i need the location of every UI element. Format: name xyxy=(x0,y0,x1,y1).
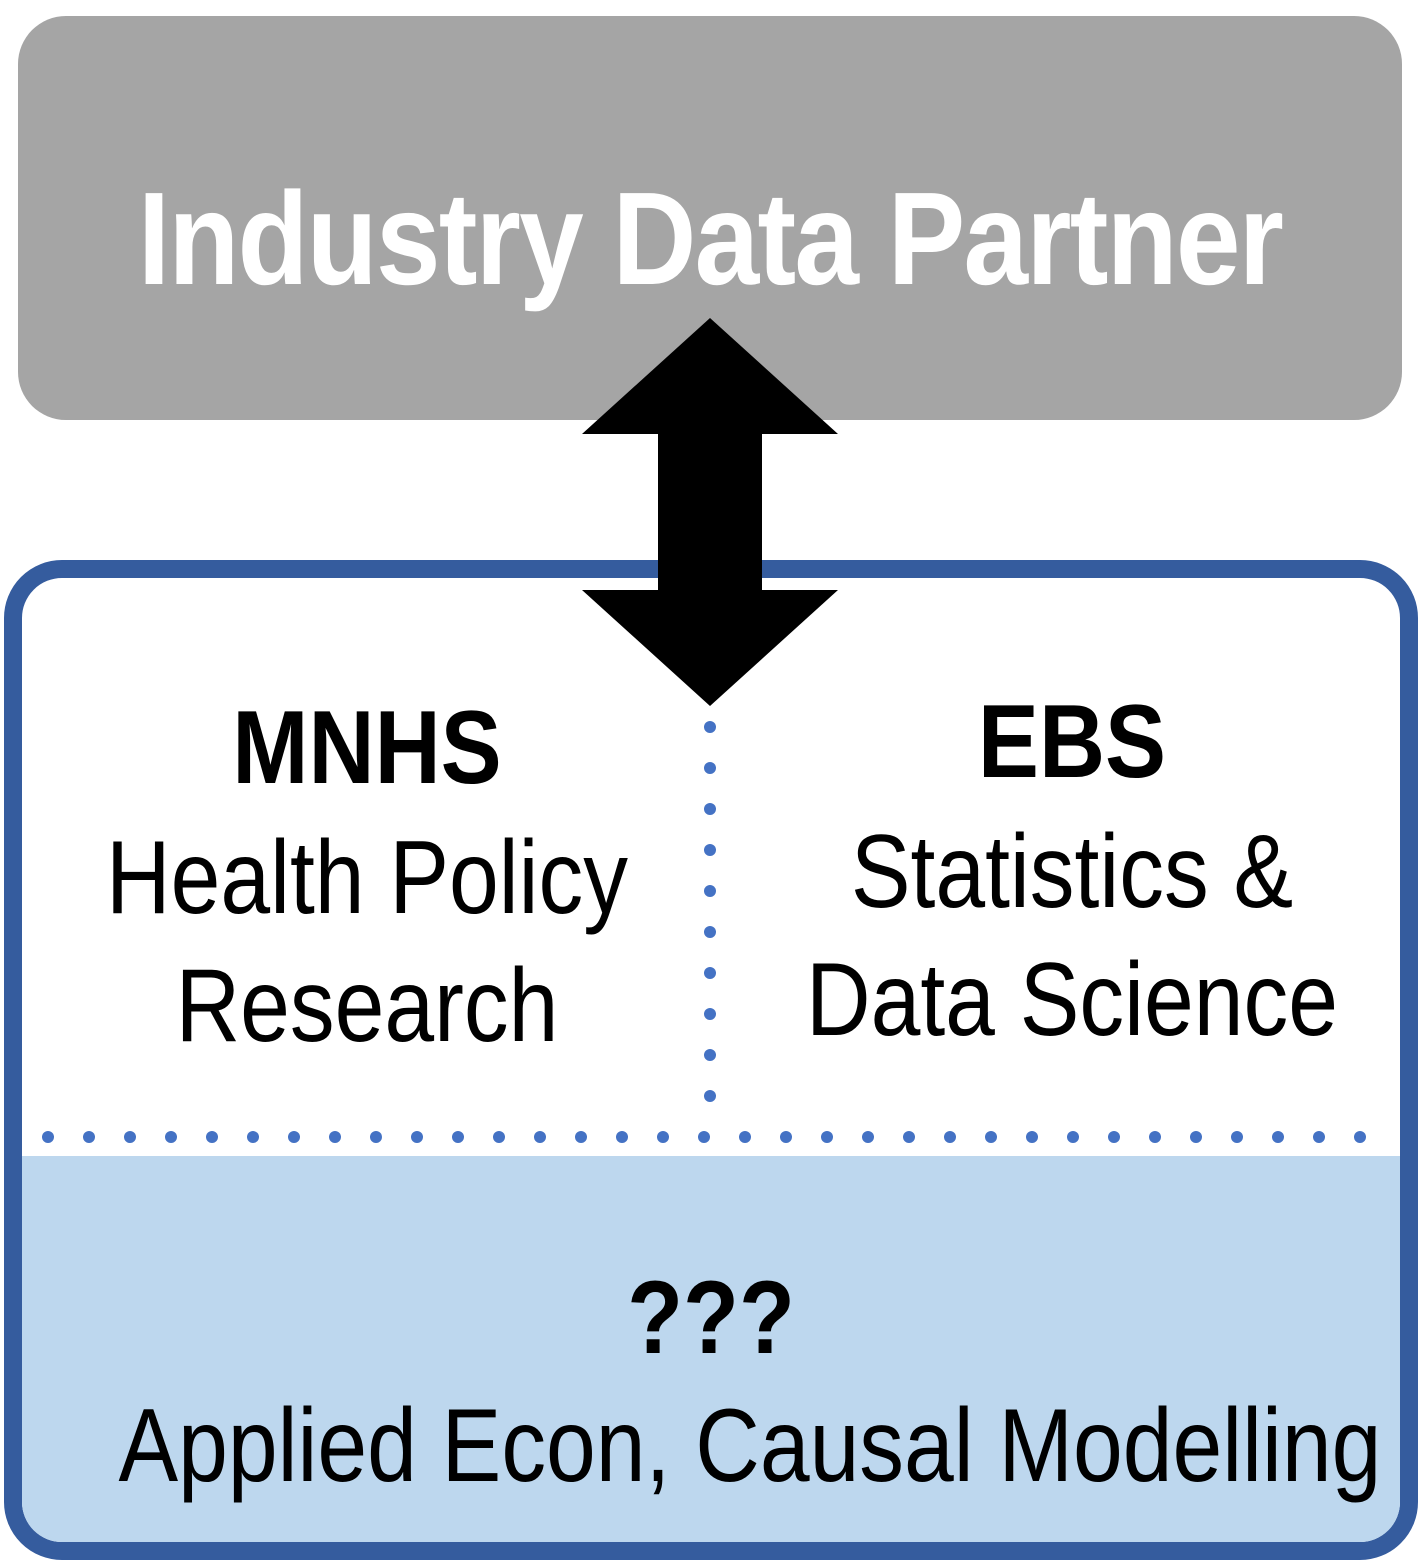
unknown-unit-description: Applied Econ, Causal Modelling xyxy=(118,1388,1382,1504)
divider-dot xyxy=(206,1131,218,1143)
double-headed-arrow-icon xyxy=(582,318,838,706)
horizontal-dotted-divider xyxy=(42,1131,1366,1143)
divider-dot xyxy=(1149,1131,1161,1143)
divider-dot xyxy=(288,1131,300,1143)
divider-dot xyxy=(780,1131,792,1143)
divider-dot xyxy=(739,1131,751,1143)
divider-dot xyxy=(1067,1131,1079,1143)
divider-dot xyxy=(329,1131,341,1143)
divider-dot xyxy=(821,1131,833,1143)
mnhs-description-line-1: Health Policy xyxy=(106,820,628,936)
divider-dot xyxy=(698,1131,710,1143)
divider-dot xyxy=(247,1131,259,1143)
divider-dot xyxy=(1272,1131,1284,1143)
divider-dot xyxy=(903,1131,915,1143)
divider-dot xyxy=(1354,1131,1366,1143)
unknown-unit-title: ??? xyxy=(627,1260,795,1376)
divider-dot xyxy=(493,1131,505,1143)
divider-dot xyxy=(370,1131,382,1143)
ebs-description-line-2: Data Science xyxy=(806,942,1338,1058)
divider-dot xyxy=(1231,1131,1243,1143)
divider-dot xyxy=(616,1131,628,1143)
divider-dot xyxy=(124,1131,136,1143)
bottom-unit-band xyxy=(22,1156,1400,1542)
divider-dot xyxy=(83,1131,95,1143)
university-collaboration-box: MNHS Health Policy Research EBS Statisti… xyxy=(4,560,1418,1560)
divider-dot xyxy=(452,1131,464,1143)
ebs-description-line-1: Statistics & xyxy=(850,814,1294,930)
divider-dot xyxy=(165,1131,177,1143)
divider-dot xyxy=(985,1131,997,1143)
divider-dot xyxy=(534,1131,546,1143)
mnhs-title: MNHS xyxy=(232,690,502,806)
ebs-title: EBS xyxy=(977,684,1167,800)
divider-dot xyxy=(42,1131,54,1143)
divider-dot xyxy=(944,1131,956,1143)
divider-dot xyxy=(657,1131,669,1143)
divider-dot xyxy=(862,1131,874,1143)
divider-dot xyxy=(1108,1131,1120,1143)
industry-data-partner-title: Industry Data Partner xyxy=(137,165,1284,312)
mnhs-description-line-2: Research xyxy=(175,948,559,1064)
divider-dot xyxy=(1190,1131,1202,1143)
vertical-dotted-divider xyxy=(704,721,716,1102)
divider-dot xyxy=(1313,1131,1325,1143)
divider-dot xyxy=(1026,1131,1038,1143)
divider-dot xyxy=(411,1131,423,1143)
divider-dot xyxy=(575,1131,587,1143)
